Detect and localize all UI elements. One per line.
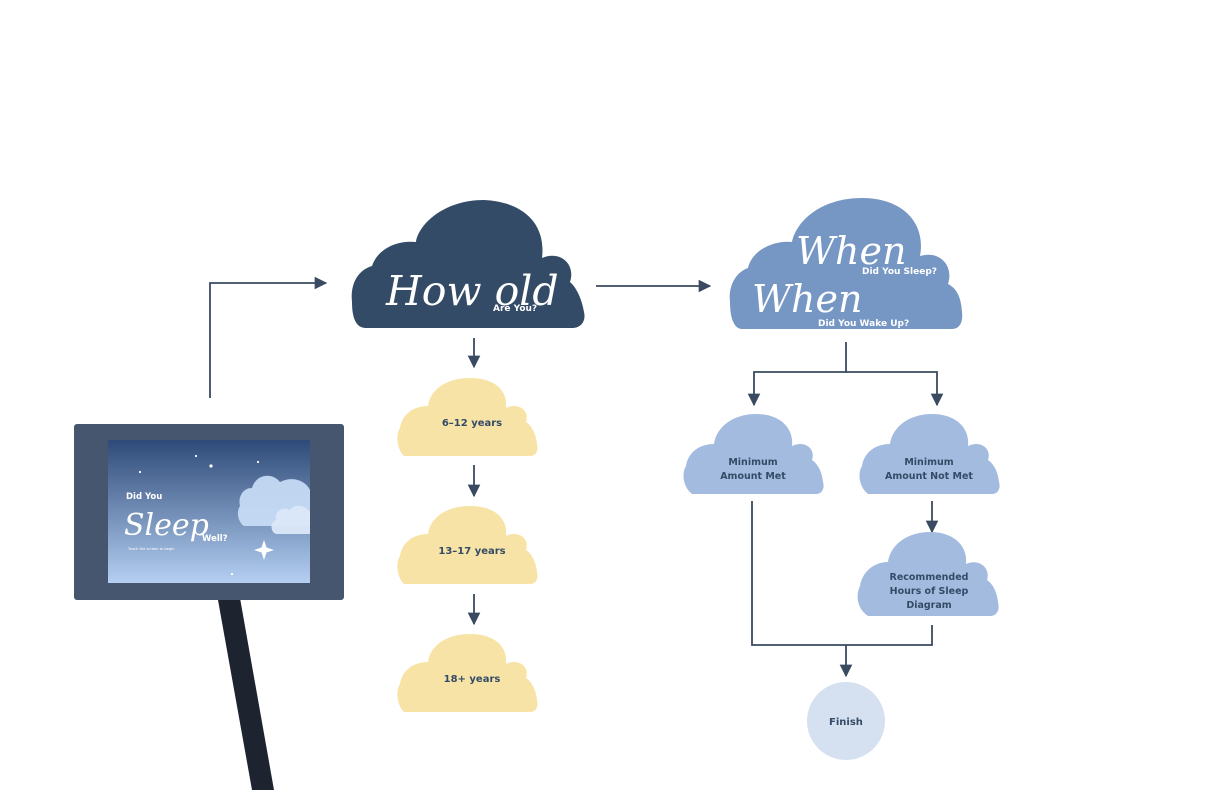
kiosk: Did You Sleep Well? Touch the screen to … (74, 424, 344, 790)
star-icon (139, 471, 141, 473)
recommend-node: Recommended Hours of Sleep Diagram (858, 532, 999, 616)
time-question-script-2: When (752, 277, 863, 321)
star-icon (195, 455, 197, 457)
age-option-cloud (397, 634, 537, 712)
time-question-sub-2: Did You Wake Up? (818, 319, 909, 329)
arrow-time-to-met (754, 342, 846, 405)
arrow-time-to-notmet (846, 372, 937, 405)
outcome-met-cloud (684, 414, 824, 494)
age-option: 18+ years (397, 634, 537, 712)
star-icon (209, 464, 212, 467)
age-option-cloud (397, 378, 537, 456)
age-options: 6–12 years 13–17 years 18+ years (397, 378, 537, 712)
time-question-sub-1: Did You Sleep? (862, 267, 937, 277)
outcome-met-node: Minimum Amount Met (684, 414, 824, 494)
recommend-line1: Recommended (890, 572, 969, 583)
outcome-met-line1: Minimum (728, 457, 777, 468)
age-option: 13–17 years (397, 506, 537, 584)
recommend-line2: Hours of Sleep (890, 586, 969, 597)
outcome-notmet-cloud (860, 414, 1000, 494)
recommend-line3: Diagram (906, 600, 951, 611)
time-question-node: When Did You Sleep? When Did You Wake Up… (730, 198, 963, 329)
kiosk-title-line3: Well? (202, 534, 228, 544)
age-question-node: How old Are You? (352, 200, 585, 328)
kiosk-title-line1: Did You (126, 492, 162, 502)
outcome-notmet-line2: Amount Not Met (885, 471, 973, 482)
age-question-sub: Are You? (493, 304, 537, 314)
finish-node: Finish (807, 682, 885, 760)
star-icon (257, 461, 259, 463)
age-option: 6–12 years (397, 378, 537, 456)
kiosk-hint: Touch the screen to begin (127, 547, 174, 551)
star-icon (231, 573, 233, 575)
finish-label: Finish (829, 717, 863, 728)
age-option-label: 6–12 years (442, 418, 502, 429)
kiosk-title-script: Sleep (124, 508, 209, 543)
outcome-met-line2: Amount Met (720, 471, 786, 482)
arrow-kiosk-to-age (210, 283, 326, 398)
outcome-notmet-line1: Minimum (904, 457, 953, 468)
age-option-label: 18+ years (444, 674, 501, 685)
kiosk-pole (218, 598, 274, 790)
age-option-label: 13–17 years (438, 546, 505, 557)
age-option-cloud (397, 506, 537, 584)
outcome-notmet-node: Minimum Amount Not Met (860, 414, 1000, 494)
